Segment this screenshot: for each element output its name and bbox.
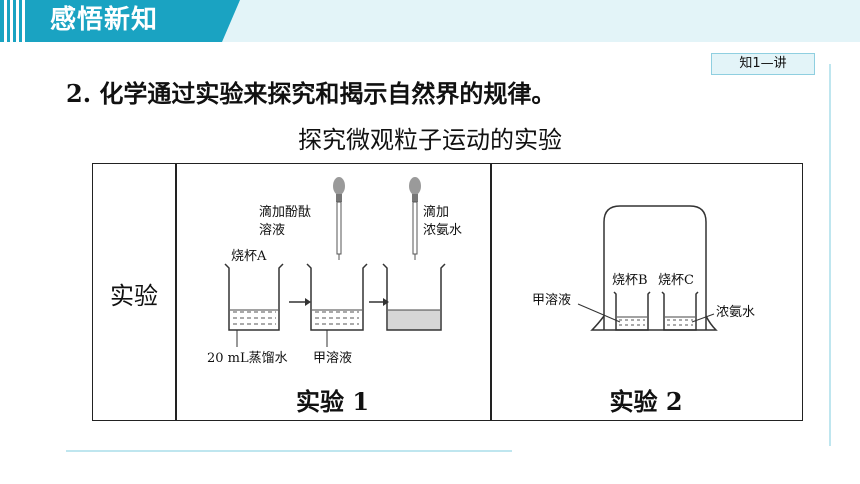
- solution-jia-label: 甲溶液: [313, 351, 352, 366]
- section-tab: [0, 0, 240, 42]
- section-title: 感悟新知: [50, 5, 159, 35]
- beaker-icon: [306, 263, 368, 347]
- beaker-icon: [382, 263, 446, 331]
- table-caption: 探究微观粒子运动的实验: [298, 126, 562, 154]
- beaker-b-icon: [613, 291, 651, 331]
- arrow-right-icon: [369, 298, 389, 306]
- stripes-decoration: [4, 0, 28, 42]
- experiment1-label: 实验 1: [295, 387, 370, 416]
- bell-jar-icon: [590, 205, 718, 331]
- beaker-c-label: 烧杯C: [658, 273, 694, 288]
- right-divider: [829, 64, 831, 446]
- add-phenol-label-2: 溶液: [259, 223, 285, 238]
- leader-line: [691, 313, 715, 323]
- lesson-badge: 知1—讲: [711, 53, 815, 75]
- column-divider: [490, 164, 492, 420]
- arrow-right-icon: [289, 298, 311, 306]
- experiment1-diagram: 滴加酚酞 溶液 滴加 浓氨水 烧杯A 20 mL蒸馏水 甲溶液: [207, 177, 462, 366]
- dropper-icon: [333, 177, 345, 260]
- add-ammonia-label-2: 浓氨水: [423, 223, 462, 238]
- experiment2-label: 实验 2: [609, 387, 683, 416]
- column-divider: [175, 164, 177, 420]
- add-phenol-label-1: 滴加酚酞: [259, 204, 311, 220]
- beaker-a-label: 烧杯A: [231, 249, 267, 264]
- solution-jia-label: 甲溶液: [532, 293, 571, 308]
- beaker-b-label: 烧杯B: [612, 273, 648, 288]
- header-bar: 感悟新知: [0, 0, 860, 44]
- beaker-a-icon: [224, 263, 284, 347]
- row-label: 实验: [110, 282, 158, 310]
- dropper-icon: [409, 177, 421, 260]
- leader-line: [577, 303, 621, 323]
- add-ammonia-label-1: 滴加: [423, 204, 449, 220]
- ammonia-label: 浓氨水: [716, 305, 755, 320]
- experiment-table: 实验: [92, 163, 803, 421]
- main-heading: 2. 化学通过实验来探究和揭示自然界的规律。: [66, 79, 556, 108]
- experiment2-diagram: 烧杯B 烧杯C 甲溶液 浓氨水: [532, 205, 755, 331]
- water-label: 20 mL蒸馏水: [207, 351, 288, 366]
- beaker-c-icon: [661, 291, 699, 331]
- bottom-divider: [66, 450, 512, 452]
